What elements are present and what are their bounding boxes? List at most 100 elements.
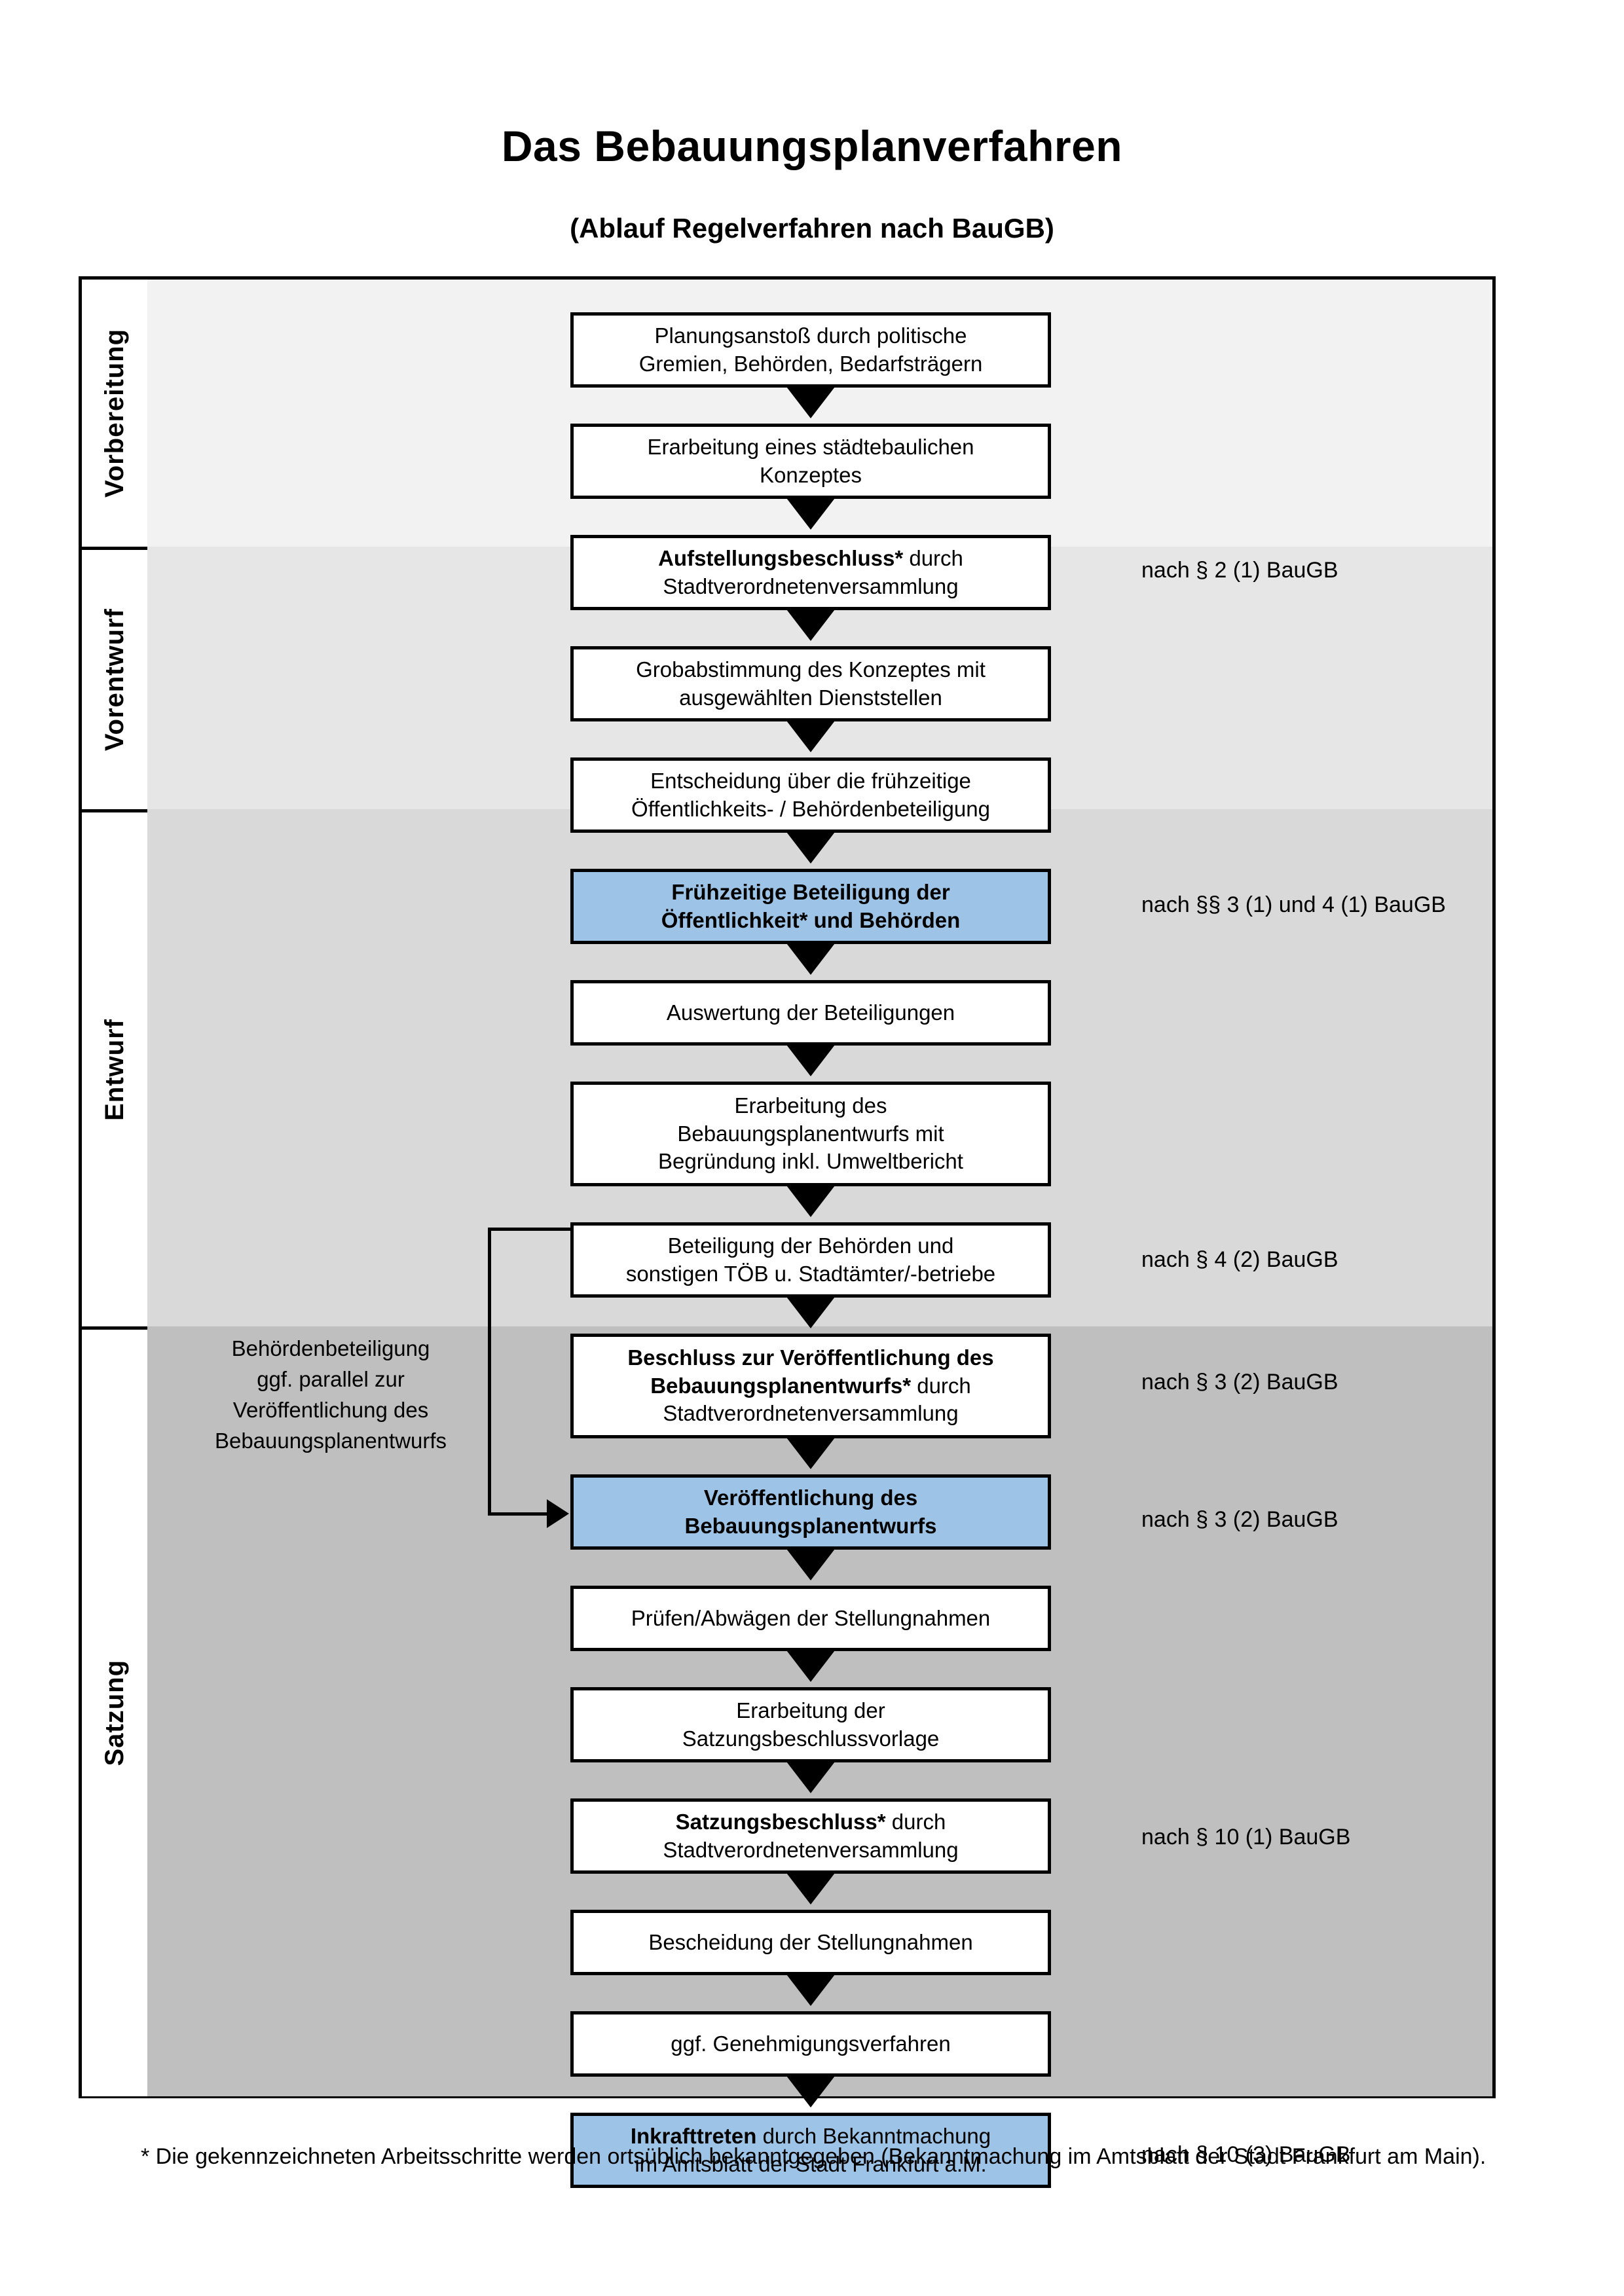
flow-arrow-icon — [784, 607, 837, 641]
step-satzungsbeschlussvorlage[interactable]: Erarbeitung der Satzungsbeschlussvorlage — [570, 1687, 1051, 1762]
step-beteiligung-behoerden[interactable]: Beteiligung der Behörden und sonstigen T… — [570, 1222, 1051, 1298]
legal-ref-par3-1-4-1: nach §§ 3 (1) und 4 (1) BauGB — [1141, 892, 1446, 917]
step-line-bold: Beschluss zur Veröffentlichung des — [627, 1345, 994, 1370]
step-line: Planungsanstoß durch politische — [654, 323, 967, 348]
bracket-top-segment — [488, 1228, 570, 1231]
step-planungsanstoss[interactable]: Planungsanstoß durch politische Gremien,… — [570, 312, 1051, 388]
step-pruefen-abwaegen[interactable]: Prüfen/Abwägen der Stellungnahmen — [570, 1586, 1051, 1651]
step-line: Öffentlichkeits- / Behördenbeteiligung — [631, 796, 990, 821]
step-line: Beteiligung der Behörden und — [667, 1233, 954, 1258]
phase-label-vorentwurf: Vorentwurf — [82, 547, 147, 809]
step-line-bold: Veröffentlichung des — [703, 1485, 918, 1510]
side-note-line: ggf. parallel zur — [257, 1366, 405, 1391]
step-line: Inkrafttreten durch Bekanntmachung — [631, 2123, 991, 2151]
step-line: Gremien, Behörden, Bedarfsträgern — [638, 351, 983, 376]
step-line: Grobabstimmung des Konzeptes mit — [636, 657, 986, 682]
flow-arrow-icon — [784, 829, 837, 864]
step-line: Erarbeitung des — [734, 1093, 887, 1118]
step-line-bold: Satzungsbeschluss* — [675, 1809, 886, 1834]
flow-arrow-icon — [784, 496, 837, 530]
bracket-bottom-segment — [488, 1512, 548, 1516]
step-line: Satzungsbeschlussvorlage — [682, 1726, 940, 1751]
legal-ref-par3-2-a: nach § 3 (2) BauGB — [1141, 1370, 1338, 1394]
phase-label-text: Entwurf — [100, 1018, 129, 1121]
legal-ref-par10-3: nach § 10 (3) BauGB — [1141, 2142, 1351, 2167]
step-line: sonstigen TÖB u. Stadtämter/-betriebe — [625, 1261, 996, 1286]
step-line: Bebauungsplanentwurfs — [684, 1512, 936, 1540]
legal-ref-par2-1: nach § 2 (1) BauGB — [1141, 558, 1338, 583]
step-line-suffix: durch — [903, 545, 963, 570]
footnote: * Die gekennzeichneten Arbeitsschritte w… — [141, 2144, 1486, 2169]
step-bescheidung[interactable]: Bescheidung der Stellungnahmen — [570, 1910, 1051, 1975]
step-line-bold: Öffentlichkeit* und Behörden — [661, 907, 961, 932]
legal-ref-par10-1: nach § 10 (1) BauGB — [1141, 1825, 1351, 1850]
phase-label-vorbereitung: Vorbereitung — [82, 280, 147, 547]
flow-arrow-icon — [784, 1294, 837, 1328]
step-line: Bebauungsplanentwurfs* durch — [627, 1372, 993, 1400]
phase-label-satzung: Satzung — [82, 1326, 147, 2096]
step-aufstellungsbeschluss[interactable]: Aufstellungsbeschluss* durch Stadtverord… — [570, 535, 1051, 610]
step-line: Satzungsbeschluss* durch — [663, 1808, 958, 1836]
step-grobabstimmung[interactable]: Grobabstimmung des Konzeptes mit ausgewä… — [570, 646, 1051, 721]
step-entscheidung-fruehzeitige[interactable]: Entscheidung über die frühzeitige Öffent… — [570, 757, 1051, 833]
step-line-suffix: durch — [911, 1373, 971, 1398]
step-auswertung[interactable]: Auswertung der Beteiligungen — [570, 980, 1051, 1046]
step-line: ggf. Genehmigungsverfahren — [671, 2031, 951, 2056]
step-erarbeitung-entwurf[interactable]: Erarbeitung des Bebauungsplanentwurfs mi… — [570, 1082, 1051, 1186]
step-inkrafttreten[interactable]: Inkrafttreten durch Bekanntmachung im Am… — [570, 2113, 1051, 2188]
flow-arrow-icon — [784, 384, 837, 418]
flow-arrow-icon — [784, 1546, 837, 1580]
flow-arrow-icon — [784, 941, 837, 975]
step-line: Entscheidung über die frühzeitige — [650, 768, 971, 793]
page-subtitle: (Ablauf Regelverfahren nach BauGB) — [570, 213, 1054, 244]
page-title: Das Bebauungsplanverfahren — [501, 122, 1123, 170]
legal-ref-par3-2-b: nach § 3 (2) BauGB — [1141, 1507, 1338, 1532]
flow-arrow-icon — [784, 2073, 837, 2107]
flow-arrow-icon — [784, 1759, 837, 1793]
step-line: Stadtverordnetenversammlung — [663, 574, 959, 598]
phase-label-entwurf: Entwurf — [82, 809, 147, 1326]
flow-arrow-icon — [784, 718, 837, 752]
step-line: Konzeptes — [760, 462, 862, 487]
step-beschluss-veroeffentlichung[interactable]: Beschluss zur Veröffentlichung des Bebau… — [570, 1334, 1051, 1438]
side-note-line: Veröffentlichung des — [232, 1397, 429, 1422]
step-line: Auswertung der Beteiligungen — [666, 1000, 955, 1025]
step-line: Bescheidung der Stellungnahmen — [648, 1929, 973, 1954]
side-note-behoerdenbeteiligung: Behördenbeteiligung ggf. parallel zur Ve… — [180, 1334, 481, 1456]
side-note-line: Bebauungsplanentwurfs — [214, 1428, 447, 1453]
step-line-bold: Frühzeitige Beteiligung der — [671, 879, 950, 904]
flow-arrow-icon — [784, 1972, 837, 2006]
step-line: Erarbeitung der — [736, 1698, 885, 1722]
step-line: Frühzeitige Beteiligung der — [661, 879, 961, 907]
flow-arrow-icon — [784, 1435, 837, 1469]
flow-arrow-icon — [784, 1042, 837, 1076]
bracket-vertical-segment — [488, 1228, 491, 1516]
step-veroeffentlichung[interactable]: Veröffentlichung des Bebauungsplanentwur… — [570, 1474, 1051, 1550]
step-line: Begründung inkl. Umweltbericht — [658, 1149, 963, 1174]
step-line: Erarbeitung eines städtebaulichen — [647, 434, 974, 459]
step-line: im Amtsblatt der Stadt Frankfurt a.M. — [635, 2151, 987, 2176]
step-satzungsbeschluss[interactable]: Satzungsbeschluss* durch Stadtverordnete… — [570, 1798, 1051, 1874]
flow-arrow-icon — [784, 1183, 837, 1217]
step-line: Öffentlichkeit* und Behörden — [661, 907, 961, 935]
phase-label-text: Satzung — [100, 1660, 129, 1766]
flow-arrow-icon — [784, 1870, 837, 1904]
flow-arrow-icon — [784, 1648, 837, 1682]
side-note-line: Behördenbeteiligung — [231, 1336, 430, 1360]
step-line: Aufstellungsbeschluss* durch — [658, 545, 963, 573]
step-line: Veröffentlichung des — [684, 1484, 936, 1512]
step-line-bold: Bebauungsplanentwurfs — [684, 1513, 937, 1538]
step-staedtebauliches-konzept[interactable]: Erarbeitung eines städtebaulichen Konzep… — [570, 424, 1051, 499]
phase-label-column: Vorbereitung Vorentwurf Entwurf Satzung — [82, 280, 147, 2096]
legal-ref-par4-2: nach § 4 (2) BauGB — [1141, 1247, 1338, 1272]
step-genehmigungsverfahren[interactable]: ggf. Genehmigungsverfahren — [570, 2011, 1051, 2077]
phase-label-text: Vorentwurf — [100, 608, 129, 752]
step-fruehzeitige-beteiligung[interactable]: Frühzeitige Beteiligung der Öffentlichke… — [570, 869, 1051, 944]
step-line: Bebauungsplanentwurfs mit — [677, 1121, 944, 1146]
step-line-bold: Bebauungsplanentwurfs* — [650, 1373, 912, 1398]
step-line: Stadtverordnetenversammlung — [663, 1837, 959, 1862]
phase-label-text: Vorbereitung — [100, 329, 129, 498]
step-line: Stadtverordnetenversammlung — [663, 1401, 959, 1426]
step-line-bold: Aufstellungsbeschluss* — [658, 545, 904, 570]
